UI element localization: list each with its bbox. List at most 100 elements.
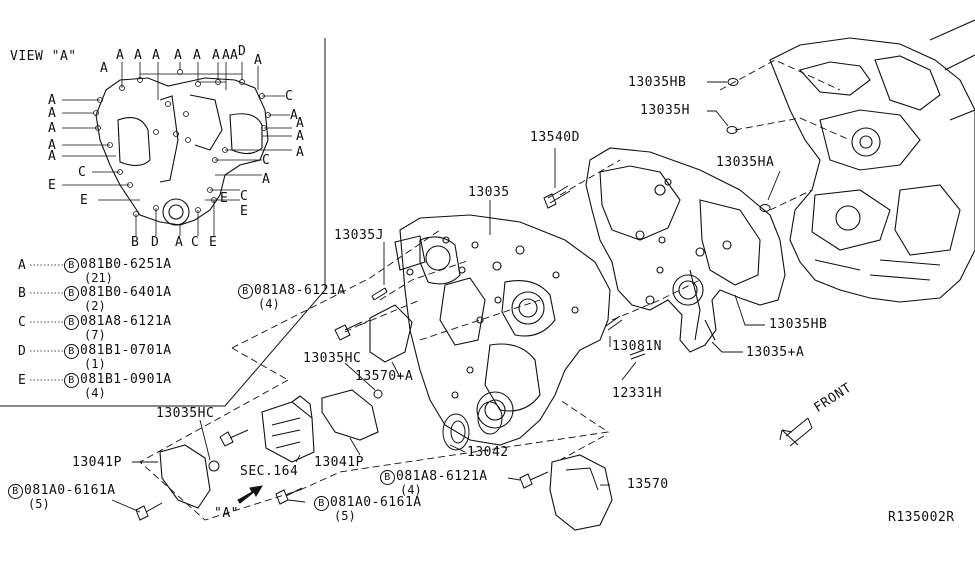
view-letter: C [262,153,271,168]
callout-13035j[interactable]: 13035J [334,228,384,243]
view-letter: E [220,191,229,206]
callout-13081n[interactable]: 13081N [612,339,662,354]
cover-13570a [369,304,413,363]
gasket-13035ha [759,204,771,212]
callout-13035a[interactable]: 13035+A [746,345,805,360]
view-a-cover-outline [95,77,269,226]
legend-leaders [30,264,64,381]
view-letter: A [222,48,231,63]
view-letter: E [48,178,57,193]
view-letter: A [48,93,57,108]
view-letter: A [254,53,263,68]
view-letter: A [134,48,143,63]
view-a-leaders [62,62,292,236]
callout-13042[interactable]: 13042 [467,445,509,460]
view-letter: E [240,204,249,219]
bolt-qty: (4) [400,483,422,497]
callout-leaders [111,81,781,513]
view-letter: C [78,165,87,180]
legend-part-number: 081A8-6121A [80,314,172,329]
view-letter: A [262,172,271,187]
sensor-sec164 [261,395,315,463]
view-letter: A [100,61,109,76]
callout-13540d[interactable]: 13540D [530,130,580,145]
callout-13035[interactable]: 13035 [468,185,510,200]
view-a-arrow [237,485,263,504]
callout-13035hc-left[interactable]: 13035HC [156,406,215,421]
bolt-circle-icon: B [64,315,79,330]
bracket-13041p-left [159,444,211,509]
callout-13041p-right[interactable]: 13041P [314,455,364,470]
view-letter: A [296,116,305,131]
legend-part-number: 081B1-0701A [80,343,172,358]
legend-qty: (2) [84,299,106,313]
view-letter: E [80,193,89,208]
callout-13035hb-top[interactable]: 13035HB [628,75,687,90]
callout-12331h[interactable]: 12331H [612,386,662,401]
legend-key: D [18,344,27,359]
view-letter: A [212,48,221,63]
bolt-circle-icon: B [64,344,79,359]
bolt-circle-icon: B [64,286,79,301]
bolt-circle-icon: B [314,496,329,511]
callout-13035hb-right[interactable]: 13035HB [769,317,828,332]
rear-timing-cover [585,147,786,353]
legend-part-number: 081B0-6401A [80,285,172,300]
legend-key: C [18,315,27,330]
view-letter: C [191,235,200,250]
view-letter: D [151,235,160,250]
view-a-marker: "A" [214,506,239,521]
callout-13570[interactable]: 13570 [627,477,669,492]
cover-13570 [549,454,613,531]
gasket-13035hb-top [727,78,739,86]
front-timing-cover [394,214,611,446]
bolt-circle-icon: B [8,484,23,499]
callout-13035ha[interactable]: 13035HA [716,155,775,170]
legend-key: E [18,373,27,388]
view-letter: A [174,48,183,63]
front-arrow [779,417,813,447]
view-letter: A [48,138,57,153]
view-letter: A [175,235,184,250]
view-letter: A [296,145,305,160]
view-letter: E [209,235,218,250]
legend-part-number: 081B0-6251A [80,257,172,272]
bolt-part-number: 081A8-6121A [254,283,346,298]
bolt-qty: (5) [28,497,50,511]
cover-13570-detail [565,467,599,491]
view-letter: A [116,48,125,63]
bolt-circle-icon: B [64,373,79,388]
diagram-id: R135002R [888,510,955,525]
bolt-qty: (5) [334,509,356,523]
bolt-part-number: 081A0-6161A [24,483,116,498]
legend-key: B [18,286,27,301]
assembly-dashed-lines [139,59,851,521]
bolt-circle-icon: B [380,470,395,485]
callout-13035hc-mid[interactable]: 13035HC [303,351,362,366]
view-letter: A [296,129,305,144]
callout-13035h[interactable]: 13035H [640,103,690,118]
callout-13041p-left[interactable]: 13041P [72,455,122,470]
small-bolts [135,321,549,521]
bolt-circle-icon: B [238,284,253,299]
bolt-circle-icon: B [64,258,79,273]
engine-block [769,19,975,303]
callout-13570a[interactable]: 13570+A [355,369,414,384]
view-a-title: VIEW "A" [10,49,77,64]
view-letter: A [48,149,57,164]
legend-key: A [18,258,27,273]
callout-sec164[interactable]: SEC.164 [240,464,299,479]
pin-12331h [629,349,646,360]
view-letter: B [131,235,140,250]
bolt-13540d [543,185,571,209]
